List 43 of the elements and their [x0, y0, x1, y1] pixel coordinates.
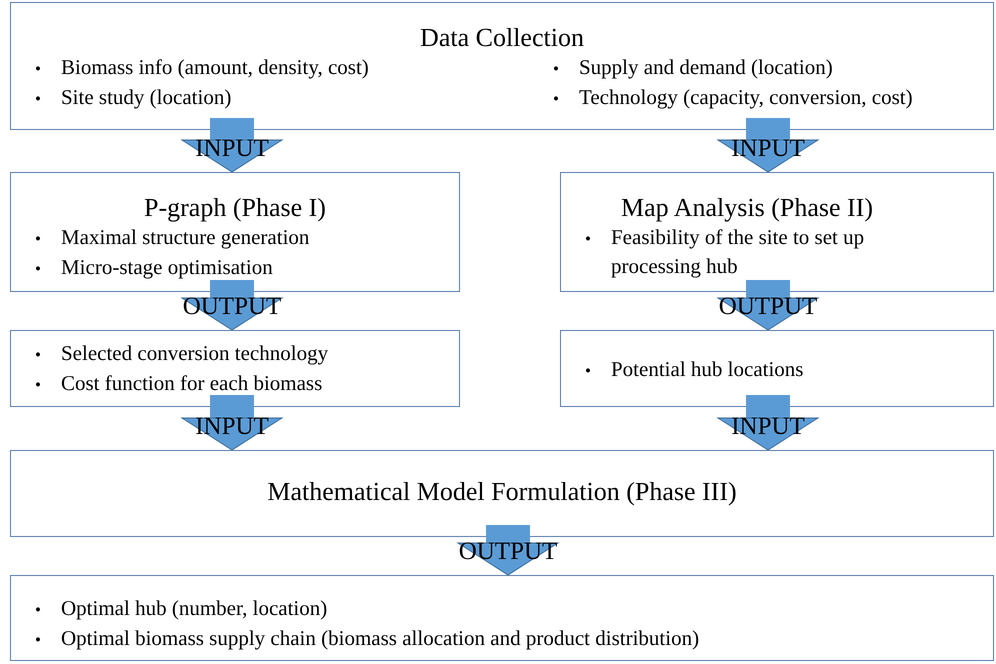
bullet-text: Feasibility of the site to set up processing hub: [611, 224, 866, 280]
bullet-mark: •: [553, 58, 560, 80]
block-arrow: [718, 395, 818, 450]
box-heading: Map Analysis (Phase II): [620, 193, 874, 223]
bullet-mark: •: [35, 599, 42, 621]
process-box: [10, 575, 994, 661]
process-box: [10, 330, 460, 407]
bullet-mark: •: [35, 58, 42, 80]
process-box: [10, 450, 994, 537]
process-box: [560, 172, 994, 292]
box-heading: Mathematical Model Formulation (Phase III): [266, 477, 738, 507]
bullet-text: Optimal biomass supply chain (biomass allocation and product distribution): [61, 625, 700, 652]
bullet-mark: •: [585, 360, 592, 382]
bullet-text: Maximal structure generation: [61, 224, 310, 251]
block-arrow: [182, 395, 282, 450]
bullet-text: Optimal hub (number, location): [61, 595, 328, 622]
edge-label: INPUT: [731, 414, 805, 440]
bullet-text: Technology (capacity, conversion, cost): [579, 84, 913, 111]
process-box: [560, 330, 994, 407]
bullet-mark: •: [35, 629, 42, 651]
bullet-mark: •: [553, 88, 560, 110]
edge-label: INPUT: [195, 414, 269, 440]
bullet-mark: •: [35, 258, 42, 280]
block-arrow: [718, 118, 818, 172]
box-heading: Data Collection: [419, 23, 585, 53]
bullet-text: Potential hub locations: [611, 356, 804, 383]
bullet-mark: •: [35, 344, 42, 366]
bullet-text: Cost function for each biomass: [61, 370, 322, 397]
edge-label: INPUT: [195, 136, 269, 162]
bullet-text: Supply and demand (location): [579, 54, 833, 81]
bullet-text: Selected conversion technology: [61, 340, 328, 367]
bullet-mark: •: [585, 228, 592, 250]
process-box: [10, 2, 994, 130]
box-heading: P-graph (Phase I): [143, 193, 327, 223]
bullet-mark: •: [35, 228, 42, 250]
bullet-text: Site study (location): [61, 84, 232, 111]
bullet-text: Biomass info (amount, density, cost): [61, 54, 369, 81]
edge-label: INPUT: [731, 136, 805, 162]
block-arrow: [182, 118, 282, 172]
bullet-mark: •: [35, 374, 42, 396]
bullet-mark: •: [35, 88, 42, 110]
bullet-text: Micro-stage optimisation: [61, 254, 273, 281]
process-box: [10, 172, 460, 292]
